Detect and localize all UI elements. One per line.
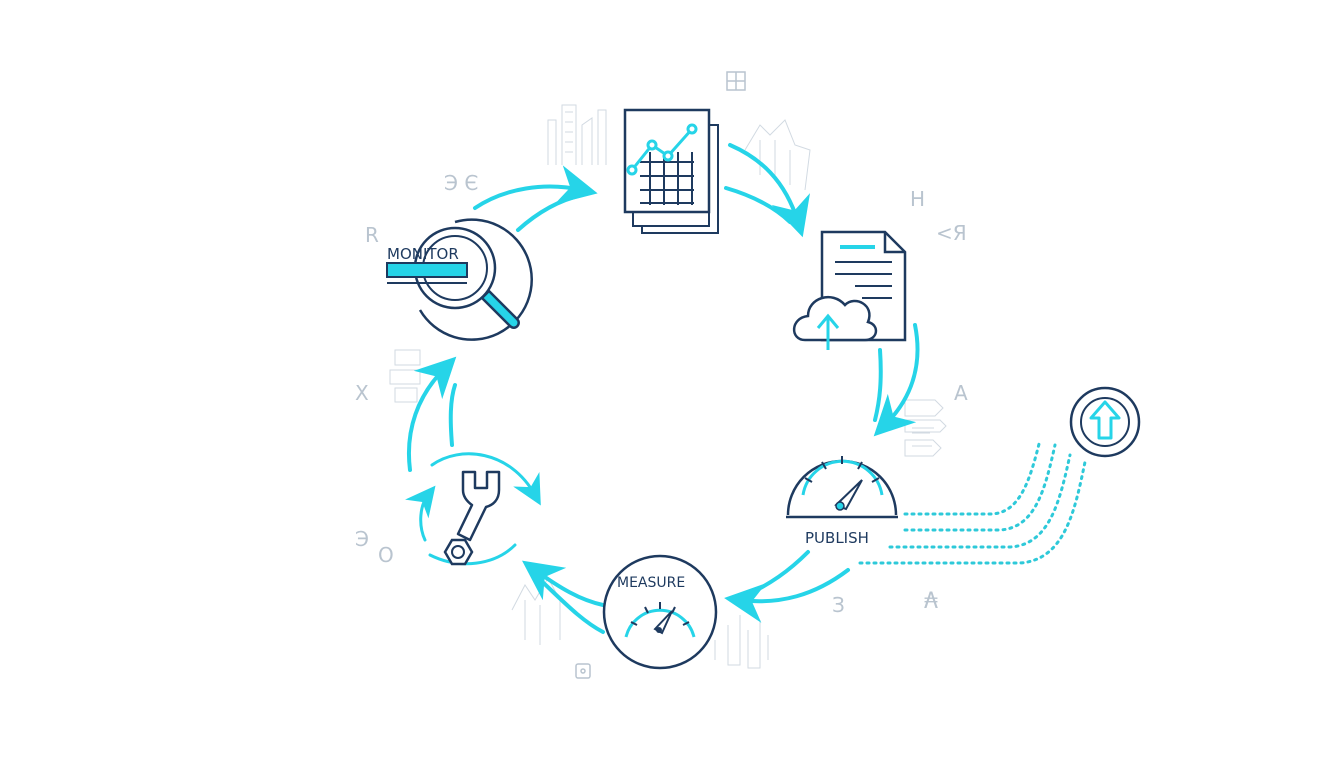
arrow-tool-to-monitor [407,356,457,472]
document-cloud-upload-icon [792,230,907,350]
magnifier-icon [386,218,533,341]
arrow-monitor-to-report [473,165,598,210]
tool-cycle-arrows [405,452,541,566]
glyph-1: Э Є [444,171,478,195]
arrow-report-to-document [728,143,810,238]
glyph-10: ₳ [924,589,938,614]
arrow-report-to-document-inner [724,186,792,224]
arrow-measure-to-tool [522,560,605,607]
arrow-publish-to-measure [724,568,850,623]
city-sketch-bottom-left [511,576,561,645]
city-sketch-bottom-right [714,615,769,669]
tool-arrow-left [405,485,436,542]
tool-arrow-top [430,452,541,506]
wrench-nut-icon [443,470,501,566]
dotted-trail [858,438,1087,565]
glyph-9: З [832,593,845,617]
report-chart-icon [623,108,719,234]
city-sketch-left [389,349,421,403]
small-square-icon [575,663,591,679]
glyph-4: <Я [936,221,967,245]
arrow-publish-to-measure-inner [738,550,810,600]
cycle-arrows [407,143,920,634]
arrow-measure-to-tool-inner [533,573,605,634]
glyph-7: Э [355,527,369,551]
arrow-document-to-publish-inner [873,348,883,422]
glyph-5: X [355,381,369,405]
grid-square-icon [726,71,746,91]
city-sketch-top-left [547,104,607,165]
arrow-monitor-to-report-inner [516,193,584,232]
monitor-label: MONITOR [387,245,459,263]
upload-arrow-circle-icon [1069,386,1141,458]
glyph-6: A [954,381,968,405]
arrow-tool-to-monitor-inner [448,383,457,447]
tool-arrow-bottom [428,543,517,566]
glyph-2: R [365,223,379,247]
glyph-3: H [910,187,925,211]
city-sketch-top-right [744,119,811,191]
speedometer-gauge-icon [786,456,898,519]
city-sketch-right [904,399,947,457]
gauge-dial-icon [602,554,718,670]
arrow-document-to-publish [873,323,920,437]
measure-label: MEASURE [617,575,685,591]
glyph-8: O [378,543,394,567]
publish-label: PUBLISH [805,529,869,547]
